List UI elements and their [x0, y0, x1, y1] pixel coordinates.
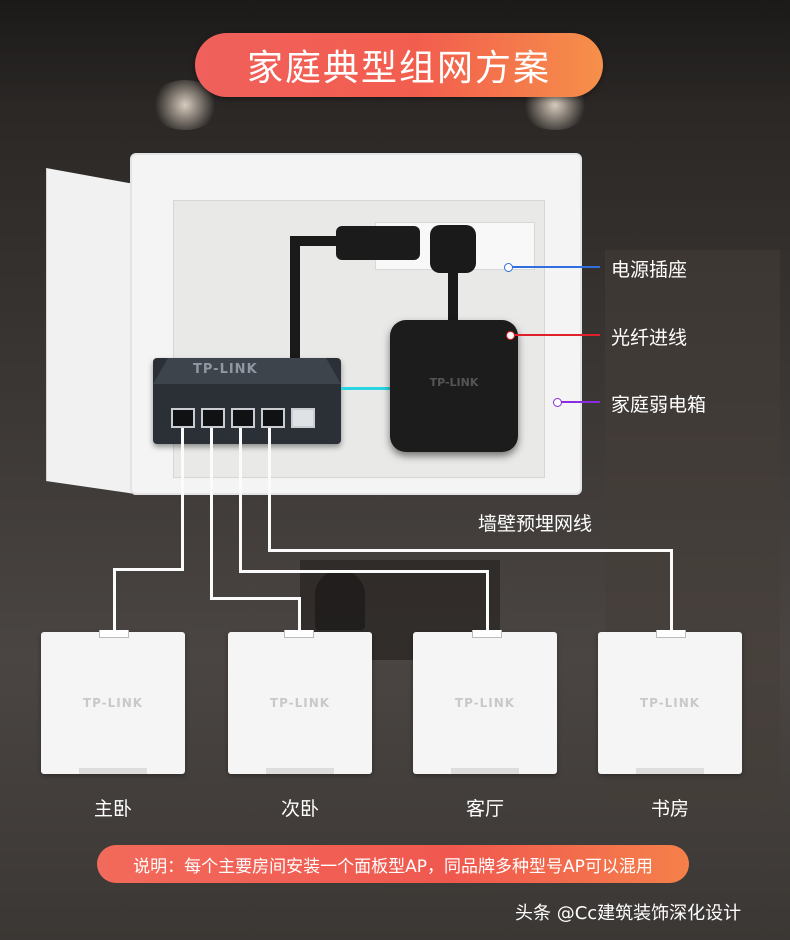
home-box-pointer [558, 401, 600, 403]
cable-second-bedroom [210, 597, 301, 600]
modem-logo: TP-LINK [429, 376, 479, 389]
cable-living-room [239, 570, 489, 573]
room-label-second-bedroom: 次卧 [280, 798, 319, 820]
room-label-master-bedroom: 主卧 [93, 798, 132, 820]
cable-living-room [486, 570, 489, 632]
wall-cable-label: 墙壁预埋网线 [478, 513, 593, 535]
switch-logo: TP-LINK [193, 362, 258, 377]
note-banner: 说明：每个主要房间安装一个面板型AP，同品牌多种型号AP可以混用 [97, 845, 689, 883]
panel-ap-study: TP-LINK [598, 630, 742, 774]
cable-study [268, 549, 673, 552]
room-label-living-room: 客厅 [465, 798, 504, 820]
person-silhouette [315, 570, 365, 630]
ap-port [284, 630, 314, 638]
ap-port [472, 630, 502, 638]
power-cable [290, 236, 300, 360]
source-watermark: 头条 @Cc建筑装饰深化设计 [515, 903, 742, 924]
box-door [46, 168, 136, 494]
network-switch: TP-LINK [153, 358, 341, 444]
ap-bottom-edge [451, 768, 519, 774]
fiber-in-pointer [510, 334, 600, 336]
cable-study [670, 549, 673, 632]
ap-logo: TP-LINK [454, 696, 516, 710]
optical-modem: TP-LINK [390, 320, 518, 452]
switch-port [171, 408, 195, 428]
ap-bottom-edge [266, 768, 334, 774]
switch-modem-link [341, 387, 393, 390]
power-cable [290, 236, 338, 246]
switch-top: TP-LINK [153, 358, 341, 384]
home-box-dot [553, 398, 562, 407]
cable-master-bedroom [113, 568, 184, 571]
switch-uplink-port [291, 408, 315, 428]
socket-plug [430, 225, 476, 273]
cable-master-bedroom [113, 568, 116, 632]
ap-bottom-edge [636, 768, 704, 774]
power-socket-label: 电源插座 [611, 259, 688, 281]
ap-bottom-edge [79, 768, 147, 774]
panel-ap-master-bedroom: TP-LINK [41, 630, 185, 774]
switch-port [231, 408, 255, 428]
cable-second-bedroom [298, 597, 301, 632]
ap-logo: TP-LINK [269, 696, 331, 710]
cable-living-room [239, 428, 242, 573]
switch-port [261, 408, 285, 428]
page-title: 家庭典型组网方案 [195, 33, 603, 97]
cable-second-bedroom [210, 428, 213, 600]
fiber-in-dot [506, 331, 515, 340]
room-label-study: 书房 [650, 798, 689, 820]
home-box-label: 家庭弱电箱 [611, 394, 707, 416]
cable-study [268, 428, 271, 552]
power-adapter [336, 226, 420, 260]
power-socket-dot [504, 263, 513, 272]
fiber-in-label: 光纤进线 [611, 327, 688, 349]
power-socket-pointer [508, 266, 600, 268]
panel-ap-second-bedroom: TP-LINK [228, 630, 372, 774]
ap-port [656, 630, 686, 638]
ap-port [99, 630, 129, 638]
ap-logo: TP-LINK [82, 696, 144, 710]
cable-master-bedroom [181, 428, 184, 571]
panel-ap-living-room: TP-LINK [413, 630, 557, 774]
modem-cable [448, 268, 458, 324]
switch-port [201, 408, 225, 428]
ap-logo: TP-LINK [639, 696, 701, 710]
